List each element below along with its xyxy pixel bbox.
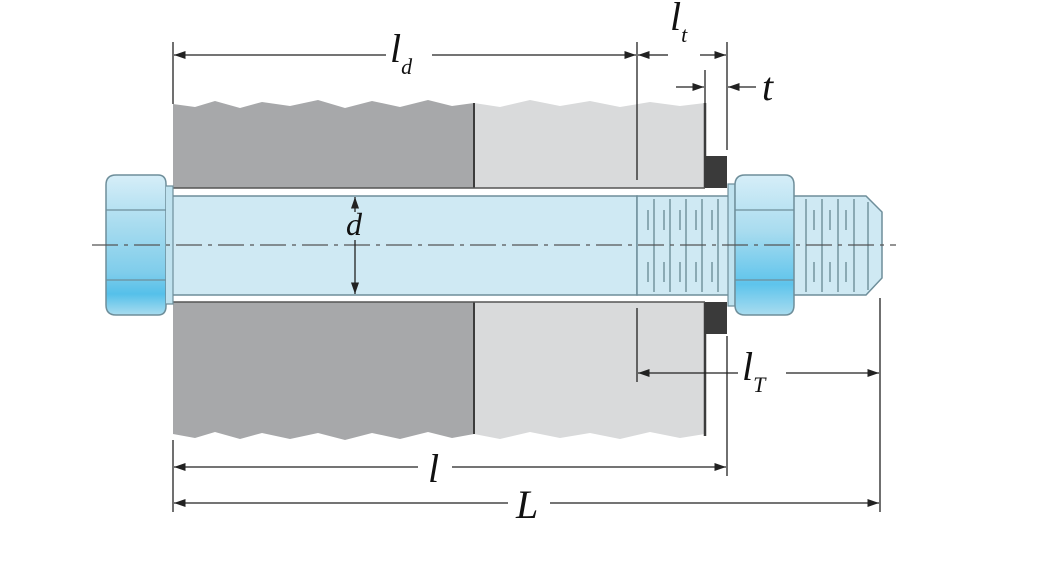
member-light-bottom (474, 302, 705, 439)
bolt (92, 174, 896, 316)
member-light-top (474, 100, 705, 188)
dimension-labels: ld lt t d lT l L (346, 0, 774, 527)
member-dark-top (173, 100, 474, 188)
label-d: d (346, 206, 363, 242)
label-ld: ld (390, 26, 413, 79)
extension-lines (172, 42, 881, 512)
label-l: l (428, 446, 439, 491)
label-lt: lt (670, 0, 688, 47)
member-dark-bottom (173, 302, 474, 440)
clamped-members (173, 100, 707, 440)
label-L: L (515, 482, 538, 527)
label-lT: lT (742, 344, 767, 397)
dimension-lines (174, 50, 879, 508)
washer (705, 156, 727, 334)
label-t: t (762, 64, 774, 109)
